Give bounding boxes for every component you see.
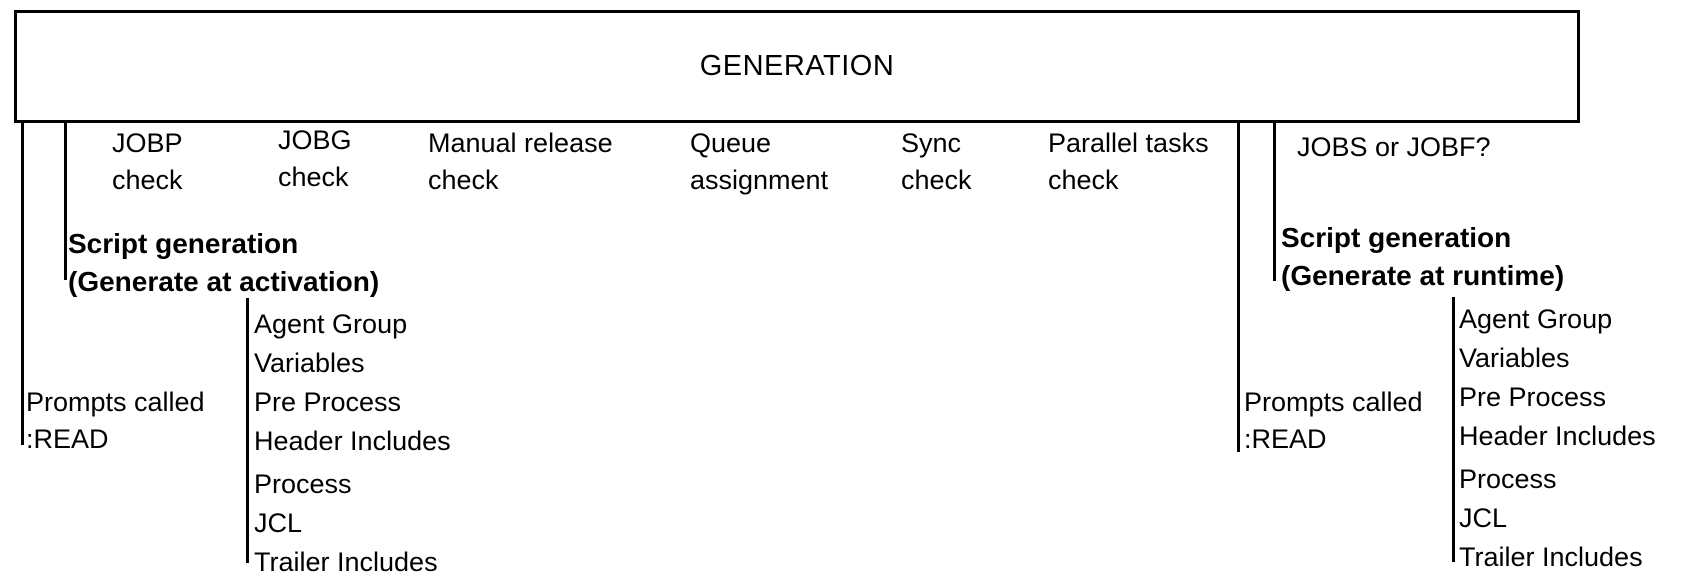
check-label-jobp: JOBP check (112, 128, 183, 195)
connector-left-inner-line (64, 120, 67, 280)
connector-right-outer-line (1237, 120, 1240, 452)
list-item: Trailer Includes (254, 547, 438, 577)
list-item: Variables (1459, 343, 1570, 373)
list-item: Process (254, 469, 352, 499)
prompts-read-right-label: Prompts called :READ (1244, 387, 1423, 454)
list-item: Trailer Includes (1459, 542, 1643, 572)
list-item: Header Includes (1459, 421, 1656, 451)
diagram-title: GENERATION (699, 50, 895, 82)
prompts-read-left-label: Prompts called :READ (26, 387, 205, 454)
list-item: Agent Group (254, 309, 408, 339)
list-item: Process (1459, 464, 1557, 494)
check-label-sync: Sync check (901, 128, 972, 195)
generation-box: GENERATION (14, 10, 1580, 123)
connector-left-outer-line (21, 120, 24, 445)
check-label-jobg: JOBG check (278, 125, 352, 192)
list-item: Pre Process (1459, 382, 1607, 412)
script-generation-runtime-label: Script generation (Generate at runtime) (1281, 222, 1565, 291)
list-item: JCL (254, 508, 303, 538)
script-generation-activation-label: Script generation (Generate at activatio… (68, 228, 380, 297)
connector-right-inner-line (1273, 120, 1276, 281)
question-label: JOBS or JOBF? (1297, 132, 1491, 162)
check-label-parallel-tasks: Parallel tasks check (1048, 128, 1209, 195)
list-item: Pre Process (254, 387, 402, 417)
list-item: JCL (1459, 503, 1508, 533)
connector-left-list-line (246, 298, 249, 563)
check-label-manual-release: Manual release check (428, 128, 613, 195)
list-item: Agent Group (1459, 304, 1613, 334)
script-parts-list-left: Agent Group Variables Pre Process Header… (254, 305, 451, 582)
list-item: Header Includes (254, 426, 451, 456)
check-label-queue-assignment: Queue assignment (690, 128, 829, 195)
connector-right-list-line (1452, 297, 1455, 562)
list-item: Variables (254, 348, 365, 378)
script-parts-list-right: Agent Group Variables Pre Process Header… (1459, 300, 1656, 577)
